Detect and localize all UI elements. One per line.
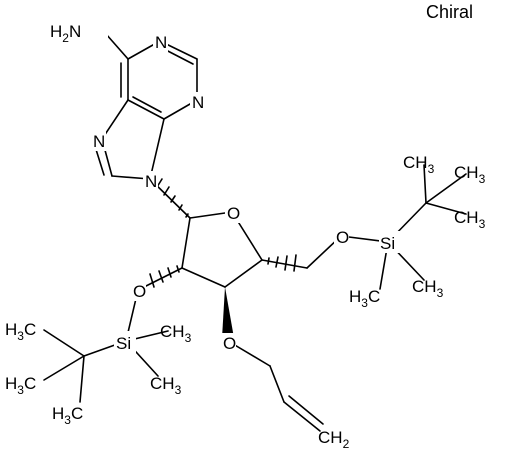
bond-cq2-me-b <box>43 355 85 381</box>
atom-o3: O <box>223 334 236 353</box>
atom-ring-o: O <box>227 204 240 223</box>
tbs2-methyl-b: H3C <box>5 374 36 397</box>
chiral-flag: Chiral <box>426 2 474 22</box>
bond-cq2-me-a <box>43 329 85 357</box>
bond-cq1-me-a <box>423 164 427 204</box>
tbs2-si-methyl-1: CH3 <box>160 322 192 345</box>
tbs2-si-methyl-2: CH3 <box>150 374 182 397</box>
atom-o5: O <box>336 228 349 247</box>
atom-labels: H2N N N N N O O O O Si Si CH3 CH3 CH3 H3… <box>5 22 486 449</box>
atom-n3: N <box>192 93 204 112</box>
atom-o2: O <box>133 282 146 301</box>
bond-c4prime-c5prime <box>261 259 308 269</box>
amine-label: H2N <box>50 22 81 45</box>
bond-c6-nh2 <box>105 33 129 60</box>
tbs1-si-methyl-2: CH3 <box>412 277 444 300</box>
stereo-bonds <box>149 178 297 338</box>
bond-c4-c5-inner <box>132 96 162 113</box>
label-backgrounds <box>48 18 401 353</box>
bond-c2prime-c1prime <box>181 217 191 269</box>
bond-c5-n7 <box>101 99 129 140</box>
bond-c3prime-c2prime <box>181 267 226 288</box>
hash-c2prime-o2 <box>149 265 180 288</box>
tbs1-si-methyl-1: H3C <box>349 287 380 310</box>
atom-si1: Si <box>380 234 395 253</box>
bond-n9-c4 <box>149 118 165 180</box>
tbs1-methyl-c: CH3 <box>454 208 486 231</box>
bond-cq1-me-c <box>425 202 467 215</box>
atom-n7: N <box>93 132 105 151</box>
wedge-c3prime-o3 <box>222 287 234 338</box>
bond-ch-ch2-double-b <box>288 395 324 425</box>
bond-layer <box>43 33 467 432</box>
bond-c4-c5 <box>127 99 165 120</box>
atom-si2: Si <box>116 334 131 353</box>
atom-n1: N <box>155 33 167 52</box>
bond-cq1-me-b <box>425 173 467 204</box>
atom-n9: N <box>145 172 157 191</box>
bond-ch-ch2-double-a <box>283 401 321 432</box>
tbs1-methyl-a: CH3 <box>403 153 435 176</box>
allyl-terminal-ch2: CH2 <box>318 428 350 449</box>
tbs2-methyl-c: H3C <box>52 404 83 427</box>
tbs1-methyl-b: CH3 <box>454 163 486 186</box>
hash-c4prime-c5prime <box>267 254 297 272</box>
bond-ch2-ch <box>269 365 285 403</box>
bond-cq2-me-c <box>79 355 85 403</box>
bond-c4prime-c3prime <box>224 259 263 288</box>
tbs2-methyl-a: H3C <box>5 320 36 343</box>
